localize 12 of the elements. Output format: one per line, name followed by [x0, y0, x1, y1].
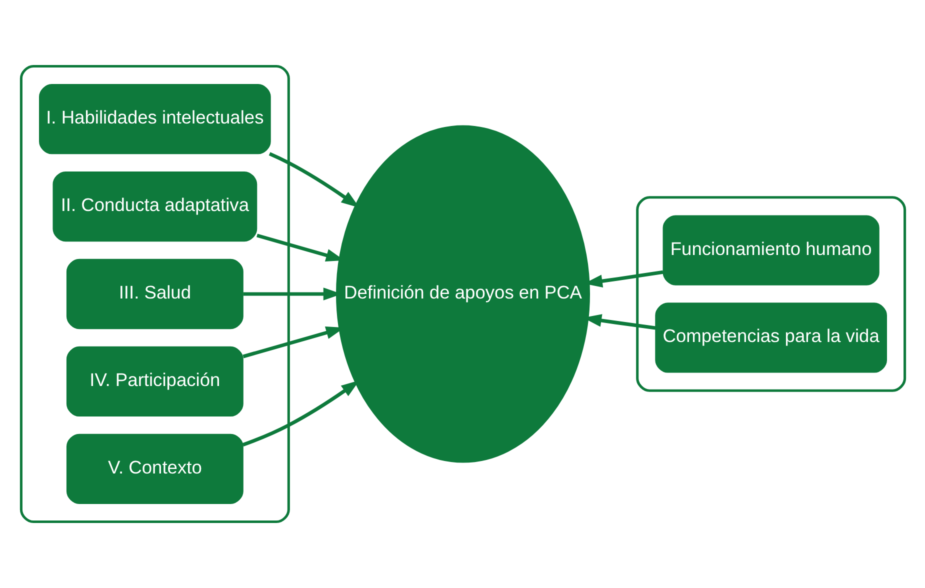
arrow [268, 152, 360, 208]
node-box: II. Conducta adaptativa [52, 171, 257, 242]
cluster [19, 64, 290, 524]
cluster [636, 196, 906, 392]
node-ellipse: Definición de apoyos en PCA [336, 125, 590, 463]
node-box: Competencias para la vida [654, 302, 886, 373]
node-box: III. Salud [66, 258, 243, 330]
arrow [242, 380, 360, 446]
node-box: IV. Participación [66, 346, 243, 417]
node-box: I. Habilidades intelectuales [38, 84, 270, 154]
node-box: V. Contexto [66, 434, 243, 504]
node-box: Funcionamiento humano [662, 215, 879, 286]
